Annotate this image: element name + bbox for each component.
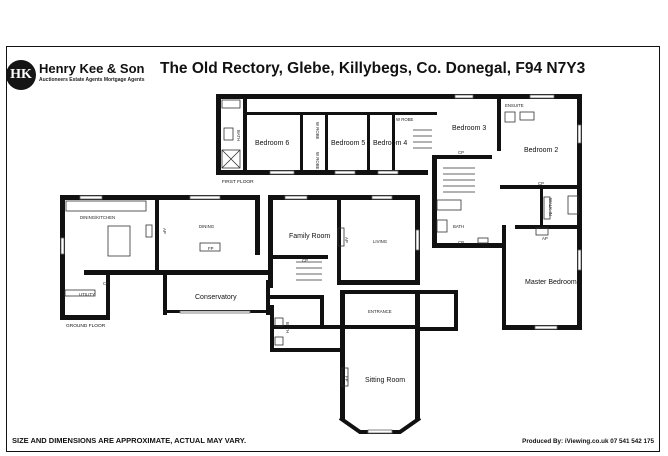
fixture-label-ap-3: AP	[344, 237, 349, 243]
room-label-dining-kitchen: DINING/KITCHEN	[80, 215, 115, 220]
room-label-bedroom5: Bedroom 5	[331, 140, 365, 147]
centre-windows	[284, 195, 420, 251]
room-label-utility: UTILITY	[79, 292, 95, 297]
floorplan-frame	[6, 46, 660, 452]
sitting-room-walls	[338, 325, 422, 434]
fixture-label-cp-3: CP	[302, 258, 308, 263]
floor-label-first: FIRST FLOOR	[222, 179, 254, 185]
first-floor-fixtures	[221, 99, 579, 244]
room-label-ensuite: ENSUITE	[505, 103, 524, 108]
fixture-label-fp-2: FP	[344, 376, 349, 382]
room-label-sitting-room: Sitting Room	[365, 377, 405, 384]
agency-logo: HK	[6, 60, 36, 90]
logo-monogram: HK	[10, 67, 32, 82]
size-disclaimer: SIZE AND DIMENSIONS ARE APPROXIMATE, ACT…	[12, 436, 247, 445]
room-label-bedroom6: Bedroom 6	[255, 140, 289, 147]
fixture-label-wrobe-1: W ROBE	[315, 122, 320, 140]
fixture-label-wrobe-2: W ROBE	[315, 152, 320, 170]
room-label-bedroom3: Bedroom 3	[452, 125, 486, 132]
fixture-label-ap-1: AP	[542, 236, 548, 241]
fixture-label-cp-1: CP	[458, 150, 464, 155]
property-address: The Old Rectory, Glebe, Killybegs, Co. D…	[160, 60, 586, 77]
agency-tagline: Auctioneers Estate Agents Mortgage Agent…	[39, 77, 145, 83]
centre-fixtures	[274, 227, 345, 346]
fixture-labels: W ROBE W ROBE W ROBE CP CP CP CP CP AP A…	[103, 117, 548, 382]
room-label-bedroom4: Bedroom 4	[373, 140, 407, 147]
room-label-entrance: ENTRANCE	[368, 309, 392, 314]
room-label-bath-first: BATH	[453, 224, 464, 229]
first-floor-windows	[269, 94, 582, 330]
fixture-label-cp-2: CP	[538, 181, 544, 186]
floor-label-ground: GROUND FLOOR	[66, 323, 106, 329]
fixture-label-cp-5: CP	[103, 281, 109, 286]
room-label-bath-upper: BATH	[236, 130, 241, 141]
room-label-walk-in: WALK-IN	[548, 198, 553, 216]
room-label-bath-ground: BATH	[285, 322, 290, 333]
room-label-bedroom2: Bedroom 2	[524, 147, 558, 154]
room-label-master-bedroom: Master Bedroom	[525, 279, 577, 286]
fixture-label-fp-1: FP	[208, 246, 214, 251]
room-label-conservatory: Conservatory	[195, 294, 237, 301]
ground-floor-walls	[60, 195, 270, 320]
agency-name: Henry Kee & Son	[39, 61, 145, 76]
first-floor-walls	[216, 94, 582, 330]
fixture-label-wrobe-3: W ROBE	[396, 117, 414, 122]
fixture-label-cp-4: CP	[458, 240, 464, 245]
room-label-living: LIVING	[373, 239, 388, 244]
fixture-label-ap-2: AP	[162, 228, 167, 234]
room-label-family-room: Family Room	[289, 233, 330, 240]
floor-labels: FIRST FLOOR GROUND FLOOR	[66, 179, 254, 329]
producer-credit: Produced By: iViewing.co.uk 07 541 542 1…	[522, 438, 654, 445]
ground-floor-fixtures	[64, 200, 221, 297]
room-label-dining: DINING	[199, 224, 215, 229]
ground-floor-windows	[60, 195, 251, 314]
room-labels: Bedroom 6 Bedroom 5 Bedroom 4 Bedroom 3 …	[79, 103, 577, 384]
